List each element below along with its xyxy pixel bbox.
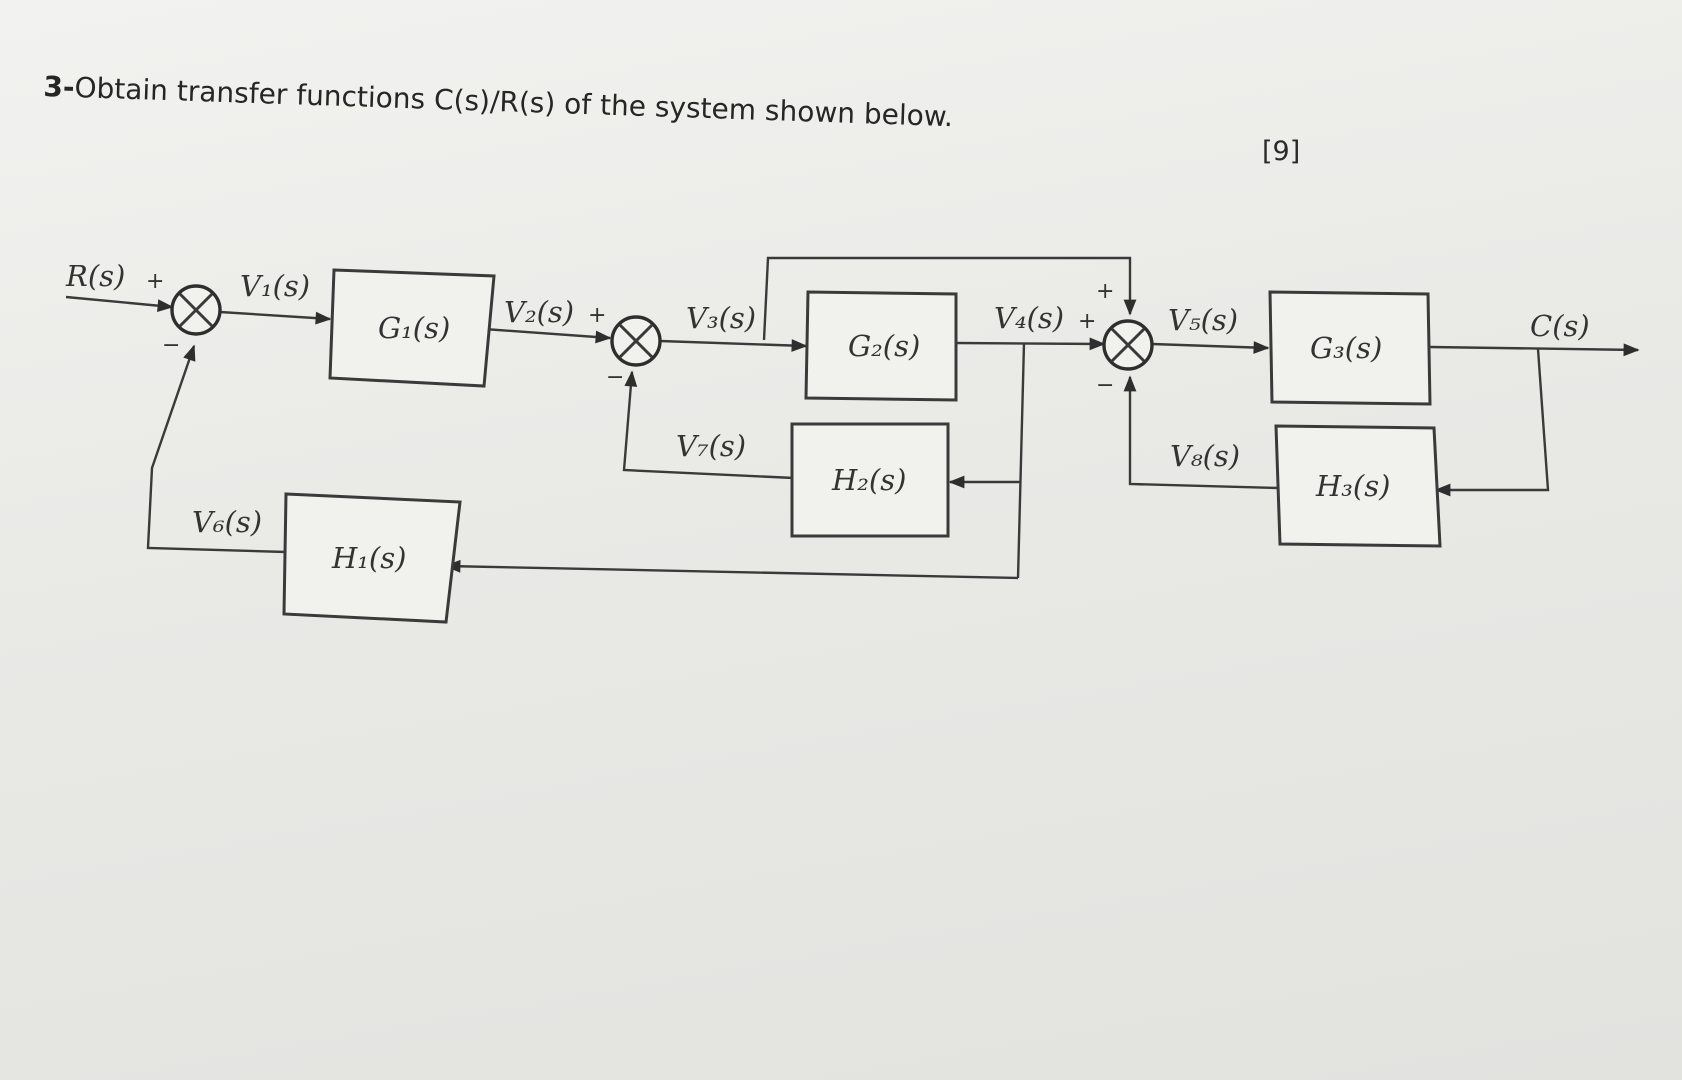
wire-v4: [955, 337, 1106, 351]
wire-v1: [219, 310, 332, 325]
block-h2-label: H₂(s): [831, 463, 906, 497]
wire-v8: [1123, 375, 1279, 490]
block-h2: H₂(s): [790, 422, 950, 538]
signal-v6-label: V₆(s): [192, 505, 262, 539]
signal-v3-label: V₃(s): [686, 301, 756, 335]
sign-plus-sum2: +: [588, 303, 606, 328]
wire-feedforward: [762, 256, 1137, 341]
signal-v4-label: V₄(s): [994, 301, 1064, 335]
wire-output: [1429, 343, 1640, 357]
wire-v6: [146, 344, 287, 554]
block-g3: G₃(s): [1268, 290, 1432, 406]
sign-plus-sum1: +: [146, 269, 164, 294]
sign-minus-sum1: −: [162, 333, 180, 358]
wire-h1-in: [444, 559, 1019, 580]
wire-v7: [622, 370, 795, 480]
signal-v5-label: V₅(s): [1168, 303, 1238, 337]
block-h1: H₁(s): [282, 492, 462, 624]
summing-junction-1: [170, 284, 222, 336]
block-g3-label: G₃(s): [1310, 331, 1382, 365]
block-g1-label: G₁(s): [378, 311, 450, 345]
wire-h3-in: [1434, 348, 1550, 497]
wire-v3: [659, 339, 808, 352]
block-h3-label: H₃(s): [1315, 469, 1390, 503]
sign-minus-sum2: −: [606, 365, 624, 390]
signal-v2-label: V₂(s): [504, 295, 574, 329]
question-marks: [9]: [1262, 136, 1301, 167]
sign-plus-sum3-left: +: [1078, 309, 1096, 334]
sign-minus-sum3: −: [1096, 373, 1114, 398]
block-h1-label: H₁(s): [331, 541, 406, 575]
block-h3: H₃(s): [1274, 424, 1442, 548]
signal-v7-label: V₇(s): [676, 429, 746, 463]
signal-v1-label: V₁(s): [240, 269, 310, 303]
wire-input: [65, 295, 174, 313]
input-label: R(s): [65, 259, 125, 293]
output-label: C(s): [1530, 309, 1590, 343]
block-g2: G₂(s): [804, 290, 958, 402]
wire-v4-tap: [1016, 342, 1026, 579]
wires: [65, 256, 1640, 580]
wire-v2: [483, 327, 612, 344]
sign-plus-sum3-top: +: [1096, 279, 1114, 304]
summing-junction-2: [610, 315, 662, 367]
block-g2-label: G₂(s): [848, 329, 920, 363]
block-g1: G₁(s): [328, 268, 496, 388]
summing-junction-3: [1102, 319, 1154, 371]
signal-v8-label: V₈(s): [1170, 439, 1240, 473]
wire-v5: [1151, 341, 1270, 354]
